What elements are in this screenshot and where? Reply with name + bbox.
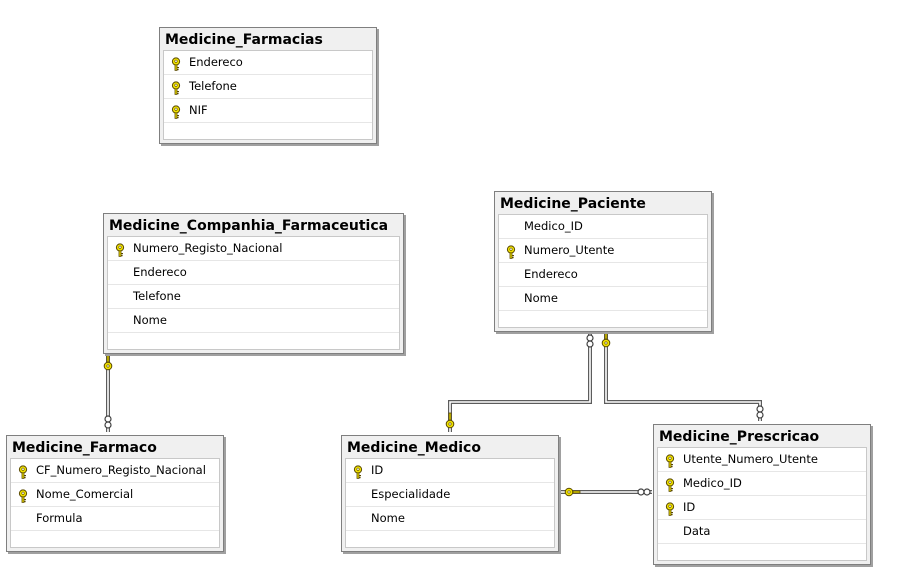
relationship-key-end-icon <box>601 331 611 348</box>
key-icon <box>664 501 676 516</box>
key-icon <box>17 464 29 479</box>
column-row[interactable]: Nome <box>108 309 399 333</box>
column-name: CF_Numero_Registo_Nacional <box>36 463 206 477</box>
column-name: Telefone <box>189 79 237 93</box>
column-row[interactable]: ID <box>346 459 554 483</box>
column-name: Especialidade <box>371 487 451 501</box>
table-medicine-farmaco[interactable]: Medicine_Farmaco CF_Numero_Registo_Nacio… <box>6 435 224 552</box>
column-row[interactable]: Endereco <box>164 51 372 75</box>
table-title: Medicine_Medico <box>347 440 481 456</box>
table-title: Medicine_Farmaco <box>12 440 157 456</box>
relationship-paciente-medico <box>448 334 592 432</box>
relationship-many-end-icon <box>643 488 651 496</box>
relationship-key-end-icon <box>445 412 455 429</box>
key-icon <box>170 104 182 119</box>
table-title: Medicine_Paciente <box>500 196 646 212</box>
table-title: Medicine_Companhia_Farmaceutica <box>109 218 389 234</box>
column-name: ID <box>371 463 384 477</box>
column-row[interactable]: Nome_Comercial <box>11 483 219 507</box>
relationship-paciente-medico-inner <box>449 334 591 432</box>
column-row[interactable]: Nome <box>346 507 554 531</box>
column-row[interactable]: Numero_Registo_Nacional <box>108 237 399 261</box>
column-name: Data <box>683 524 711 538</box>
column-name: Nome <box>524 291 558 305</box>
column-name: Nome_Comercial <box>36 487 134 501</box>
column-row[interactable]: Medico_ID <box>658 472 866 496</box>
key-icon <box>664 477 676 492</box>
column-name: Nome <box>133 313 167 327</box>
column-row[interactable]: Telefone <box>108 285 399 309</box>
table-medicine-paciente[interactable]: Medicine_Paciente Medico_ID Numero_Utente… <box>494 191 712 332</box>
column-row[interactable]: Endereco <box>108 261 399 285</box>
key-icon <box>114 242 126 257</box>
column-row[interactable]: Utente_Numero_Utente <box>658 448 866 472</box>
column-name: Endereco <box>524 267 578 281</box>
relationship-many-end-icon <box>104 415 112 423</box>
table-title: Medicine_Farmacias <box>165 32 323 48</box>
table-title: Medicine_Prescricao <box>659 429 820 445</box>
column-name: Endereco <box>189 55 243 69</box>
column-row[interactable]: Medico_ID <box>499 215 707 239</box>
column-name: Formula <box>36 511 83 525</box>
column-name: Medico_ID <box>683 476 742 490</box>
column-row[interactable]: NIF <box>164 99 372 123</box>
relationship-many-end-icon <box>756 405 764 413</box>
key-icon <box>170 80 182 95</box>
table-medicine-companhia-farmaceutica[interactable]: Medicine_Companhia_Farmaceutica Numero_R… <box>103 213 404 354</box>
key-icon <box>505 244 517 259</box>
column-name: Endereco <box>133 265 187 279</box>
relationship-paciente-prescricao-inner <box>605 334 761 421</box>
key-icon <box>664 453 676 468</box>
column-row[interactable]: Endereco <box>499 263 707 287</box>
column-row[interactable]: Numero_Utente <box>499 239 707 263</box>
relationship-many-end-icon <box>586 340 594 348</box>
relationship-many-end-icon <box>104 421 112 429</box>
column-name: Utente_Numero_Utente <box>683 452 818 466</box>
relationship-key-end-icon <box>564 487 581 497</box>
column-row[interactable]: Telefone <box>164 75 372 99</box>
column-row[interactable]: CF_Numero_Registo_Nacional <box>11 459 219 483</box>
relationship-many-end-icon <box>756 411 764 419</box>
column-row[interactable]: ID <box>658 496 866 520</box>
column-row[interactable]: Data <box>658 520 866 544</box>
key-icon <box>352 464 364 479</box>
column-name: ID <box>683 500 696 514</box>
column-row[interactable]: Nome <box>499 287 707 311</box>
column-row[interactable]: Especialidade <box>346 483 554 507</box>
relationship-paciente-prescricao <box>604 334 762 421</box>
table-medicine-prescricao[interactable]: Medicine_Prescricao Utente_Numero_Utente… <box>653 424 871 565</box>
column-name: Numero_Registo_Nacional <box>133 241 283 255</box>
column-name: Numero_Utente <box>524 243 615 257</box>
relationship-key-end-icon <box>103 354 113 371</box>
column-name: Nome <box>371 511 405 525</box>
column-name: Medico_ID <box>524 219 583 233</box>
relationship-many-end-icon <box>586 334 594 342</box>
key-icon <box>17 488 29 503</box>
column-row[interactable]: Formula <box>11 507 219 531</box>
relationship-many-end-icon <box>637 488 645 496</box>
column-name: NIF <box>189 103 208 117</box>
column-name: Telefone <box>133 289 181 303</box>
key-icon <box>170 56 182 71</box>
